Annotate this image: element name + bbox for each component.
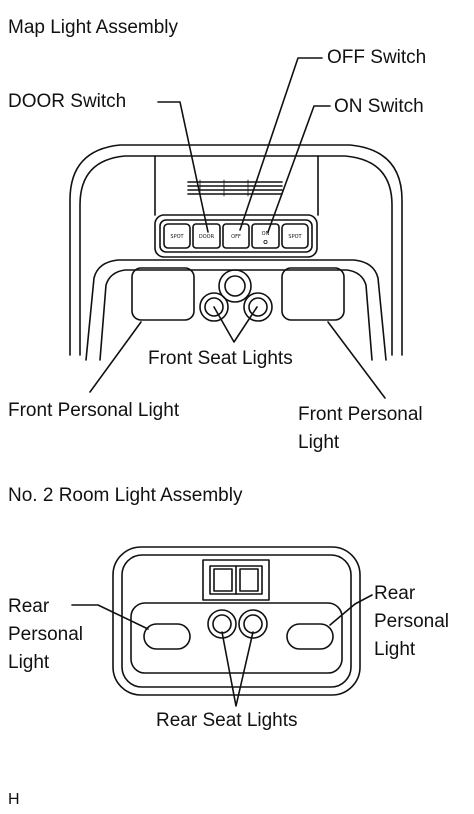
room-light-switch[interactable] (202, 559, 270, 601)
off-switch-label: OFF Switch (327, 47, 427, 68)
rear-personal-light-left[interactable] (143, 623, 191, 650)
off-switch[interactable] (222, 223, 250, 249)
switch-text-spot-left: SPOT (170, 234, 184, 240)
room-light-assembly-title: No. 2 Room Light Assembly (8, 485, 243, 506)
rear-seat-lights (207, 609, 268, 639)
front-personal-light-right-label-line2: Light (298, 432, 340, 453)
rear-personal-light-left-label-line3: Light (8, 652, 50, 673)
figure-code: H (8, 791, 20, 808)
rear-personal-light-right-label-line2: Personal (374, 611, 449, 632)
front-seat-lights-label: Front Seat Lights (148, 348, 293, 369)
on-switch-indicator-icon (263, 239, 268, 244)
room-leader-lines (71, 594, 373, 707)
map-leader-lines (89, 57, 386, 399)
rear-personal-light-left-label-line1: Rear (8, 596, 50, 617)
door-switch-label: DOOR Switch (8, 91, 127, 112)
rear-personal-light-right[interactable] (286, 623, 334, 650)
map-light-grille (187, 179, 283, 197)
switch-text-spot-right: SPOT (288, 234, 302, 240)
map-light-assembly-title: Map Light Assembly (8, 17, 179, 38)
front-personal-light-right[interactable] (281, 267, 345, 321)
rear-personal-light-right-label-line3: Light (374, 639, 416, 660)
front-personal-light-left-label: Front Personal Light (8, 400, 180, 421)
room-light-lens-frame (130, 602, 343, 674)
front-personal-light-left[interactable] (131, 267, 195, 321)
room-light-housing (112, 546, 361, 696)
spot-switch-left[interactable] (163, 223, 191, 249)
on-switch-label: ON Switch (334, 96, 424, 117)
switch-text-door: DOOR (199, 234, 215, 240)
spot-switch-right[interactable] (281, 223, 309, 249)
on-switch[interactable] (251, 223, 280, 249)
rear-seat-lights-label: Rear Seat Lights (156, 710, 298, 731)
front-personal-light-right-label-line1: Front Personal (298, 404, 423, 425)
rear-personal-light-left-label-line2: Personal (8, 624, 83, 645)
rear-personal-light-right-label-line1: Rear (374, 583, 416, 604)
map-light-housing (69, 144, 403, 356)
map-light-switch-panel (154, 214, 318, 258)
switch-text-off: OFF (231, 234, 241, 240)
front-seat-lights (199, 269, 273, 322)
map-light-lens-frame (85, 259, 387, 361)
switch-text-on: ON (262, 231, 270, 237)
